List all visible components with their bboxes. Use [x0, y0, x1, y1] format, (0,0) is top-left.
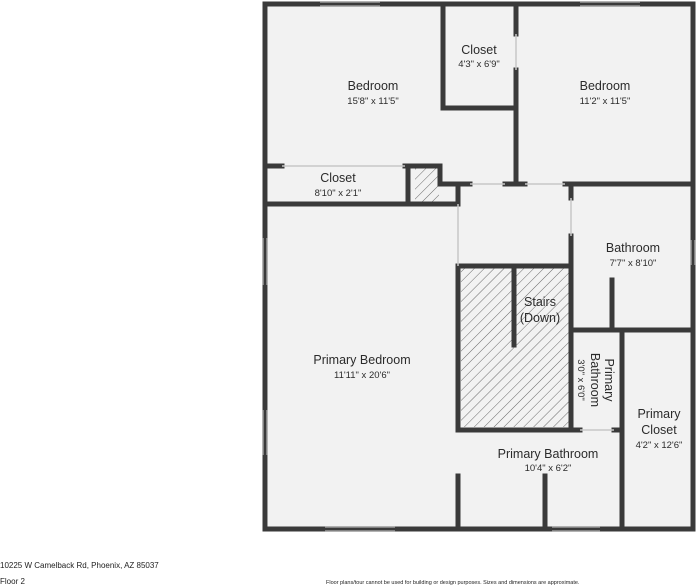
- primary-bath-small-dims: 3'0" x 6'0": [575, 359, 586, 401]
- address-text: 10225 W Camelback Rd, Phoenix, AZ 85037: [0, 561, 159, 570]
- primary-closet-name-line2: Closet: [641, 423, 677, 437]
- primary-closet-dims: 4'2" x 12'6": [636, 440, 683, 451]
- labels: Bedroom 15'8" x 11'5" Closet 4'3" x 6'9"…: [313, 43, 682, 474]
- closet-small-name: Closet: [320, 171, 356, 185]
- bathroom-dims: 7'7" x 8'10": [610, 258, 657, 269]
- walls: [262, 1, 696, 532]
- door-openings: [282, 34, 614, 431]
- bedroom-2-name: Bedroom: [580, 79, 631, 93]
- disclaimer-text: Floor plans/tour cannot be used for buil…: [326, 580, 580, 586]
- primary-bath-small-name-line2: Bathroom: [588, 353, 602, 407]
- bedroom-1-dims: 15'8" x 11'5": [347, 96, 398, 107]
- primary-closet-name-line1: Primary: [637, 407, 681, 421]
- floor-label: Floor 2: [0, 577, 25, 586]
- closet-top-name: Closet: [461, 43, 497, 57]
- closet-small-dims: 8'10" x 2'1": [315, 188, 362, 199]
- bedroom-1-name: Bedroom: [348, 79, 399, 93]
- primary-bathroom-dims: 10'4" x 6'2": [525, 463, 572, 474]
- primary-bath-small-name-line1: Primary: [602, 358, 616, 402]
- closet-top-dims: 4'3" x 6'9": [458, 59, 500, 70]
- stairs-name-line1: Stairs: [524, 295, 556, 309]
- shaft-area: [415, 168, 439, 202]
- stairs-name-line2: (Down): [520, 311, 560, 325]
- primary-bedroom-dims: 11'11" x 20'6": [334, 370, 390, 381]
- primary-bathroom-name: Primary Bathroom: [498, 447, 599, 461]
- primary-bedroom-name: Primary Bedroom: [313, 353, 410, 367]
- bathroom-name: Bathroom: [606, 241, 660, 255]
- bedroom-2-dims: 11'2" x 11'5": [580, 96, 631, 107]
- windows: [262, 1, 696, 532]
